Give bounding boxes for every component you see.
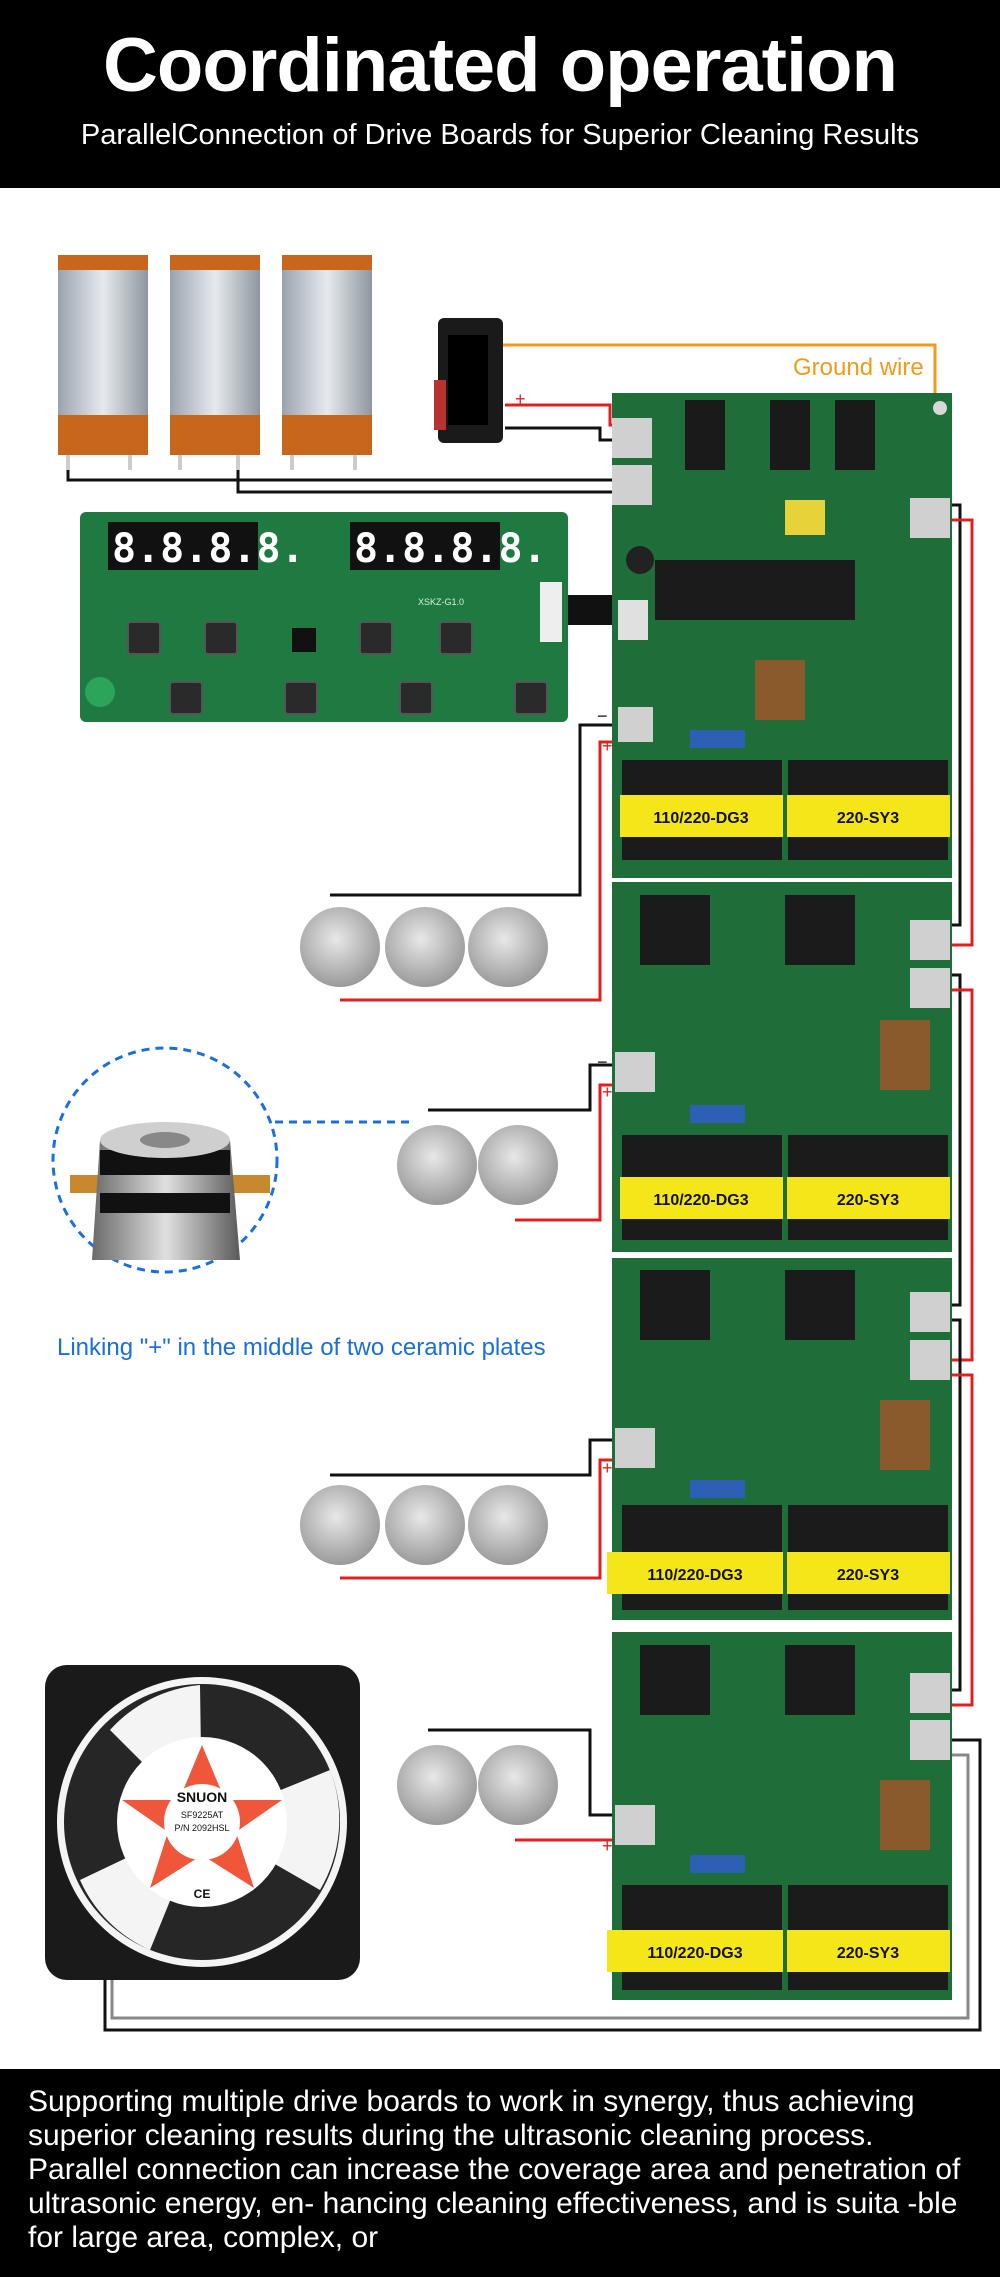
minus-sign: − xyxy=(597,1429,608,1449)
display-board xyxy=(80,512,656,722)
minus-sign: − xyxy=(597,706,608,726)
plus-sign: + xyxy=(602,1082,613,1102)
parallel-link-red-a xyxy=(950,518,974,947)
display-digits-left: 8.8.8.8. xyxy=(112,526,305,572)
transducer-callout xyxy=(51,1046,279,1274)
plus-sign: + xyxy=(602,1458,613,1478)
linking-note: Linking "+" in the middle of two ceramic… xyxy=(57,1334,546,1361)
footer-text: Supporting multiple drive boards to work… xyxy=(28,2085,961,2254)
parallel-link-red-c xyxy=(950,1373,974,1707)
transducer-group xyxy=(300,907,548,987)
transducer-disc xyxy=(468,907,548,987)
transformer-label-right: 220-SY3 xyxy=(837,1567,899,1584)
header-banner: Coordinated operation ParallelConnection… xyxy=(0,0,1000,188)
transformer-label-right: 220-SY3 xyxy=(837,810,899,827)
transducer-disc xyxy=(397,1745,477,1825)
drive-board xyxy=(607,1258,952,1620)
xducer-wire-black-2 xyxy=(428,1063,625,1112)
transformer-label-left: 110/220-DG3 xyxy=(653,810,748,827)
transducer-group xyxy=(397,1125,558,1205)
parallel-link-black-c xyxy=(950,1318,962,1692)
transformer-label-left: 110/220-DG3 xyxy=(647,1945,742,1962)
fan-cert: CE xyxy=(194,1887,211,1901)
transducer-disc xyxy=(468,1485,548,1565)
drive-board xyxy=(612,393,952,878)
drive-board xyxy=(612,882,952,1252)
parallel-link-black-a xyxy=(950,503,962,927)
heater-element xyxy=(58,255,148,470)
transducer-disc xyxy=(478,1745,558,1825)
fan-part-number: P/N 2092HSL xyxy=(174,1823,229,1833)
transducer-disc xyxy=(300,1485,380,1565)
plus-sign: + xyxy=(602,736,613,756)
minus-sign: − xyxy=(597,1052,608,1072)
page-title: Coordinated operation xyxy=(103,23,898,108)
plus-sign: + xyxy=(515,389,526,409)
xducer-wire-black-1 xyxy=(330,723,625,897)
transformer-label-right: 220-SY3 xyxy=(837,1945,899,1962)
transformer-label-left: 110/220-DG3 xyxy=(647,1567,742,1584)
transducer-disc xyxy=(397,1125,477,1205)
power-wire-black xyxy=(505,426,625,442)
heater-element xyxy=(282,255,372,470)
transformer-label-right: 220-SY3 xyxy=(837,1192,899,1209)
fan-model: SF9225AT xyxy=(181,1810,224,1820)
footer-banner: Supporting multiple drive boards to work… xyxy=(0,2069,1000,2277)
parallel-link-black-b xyxy=(950,973,962,1307)
transducer-disc xyxy=(300,907,380,987)
cooling-fan xyxy=(45,1665,360,1980)
transducer-group xyxy=(397,1745,558,1825)
display-board-model: XSKZ-G1.0 xyxy=(418,597,464,607)
display-digits-right: 8.8.8.8. xyxy=(354,526,547,572)
heater-element xyxy=(170,255,260,470)
plus-sign: + xyxy=(602,1836,613,1856)
xducer-wire-black-3 xyxy=(330,1438,625,1477)
heater-elements xyxy=(58,255,372,470)
transducer-disc xyxy=(478,1125,558,1205)
fan-wire-black xyxy=(103,1738,982,2032)
fan-brand: SNUON xyxy=(177,1789,228,1805)
heater-wire-1 xyxy=(66,460,625,482)
ground-wire-label: Ground wire xyxy=(793,354,924,381)
fan-wire-red xyxy=(110,1753,970,2020)
transducer-disc xyxy=(385,1485,465,1565)
drive-board xyxy=(607,1632,952,2000)
power-switch xyxy=(434,318,503,443)
transducer-group xyxy=(300,1485,548,1565)
xducer-wire-black-4 xyxy=(428,1728,625,1817)
transducer-disc xyxy=(385,907,465,987)
ground-wire xyxy=(500,343,937,395)
heater-wire-2 xyxy=(236,460,625,494)
page-subtitle: ParallelConnection of Drive Boards for S… xyxy=(80,119,920,151)
transformer-label-left: 110/220-DG3 xyxy=(653,1192,748,1209)
